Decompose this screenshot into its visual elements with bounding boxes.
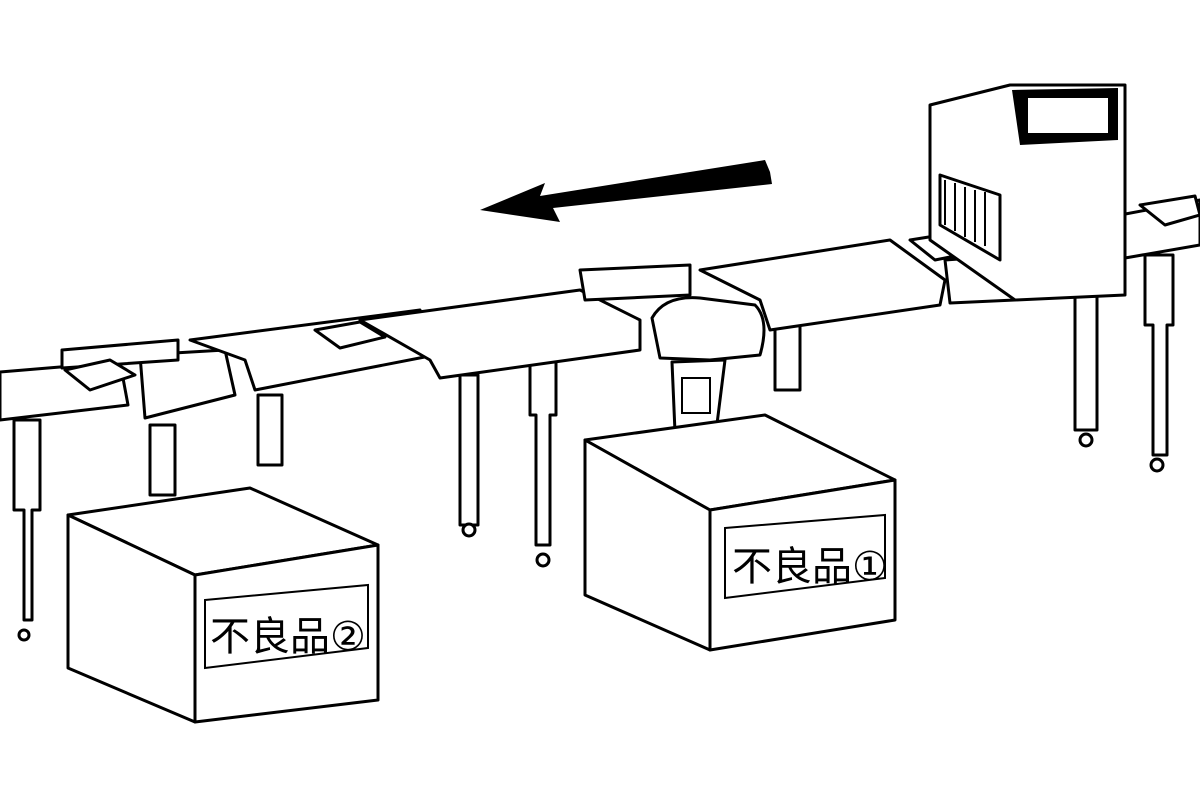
reject-bin-2-label: 不良品② xyxy=(210,614,366,660)
reject-flap xyxy=(650,296,766,442)
reject-bin-1-label: 不良品① xyxy=(732,544,888,590)
reject-bin-1: 不良品① xyxy=(583,413,897,652)
reject-bin-2: 不良品② xyxy=(66,486,380,724)
inspection-machine xyxy=(928,83,1127,302)
conveyor-legs xyxy=(12,253,1175,642)
flow-direction-arrow xyxy=(480,160,772,222)
